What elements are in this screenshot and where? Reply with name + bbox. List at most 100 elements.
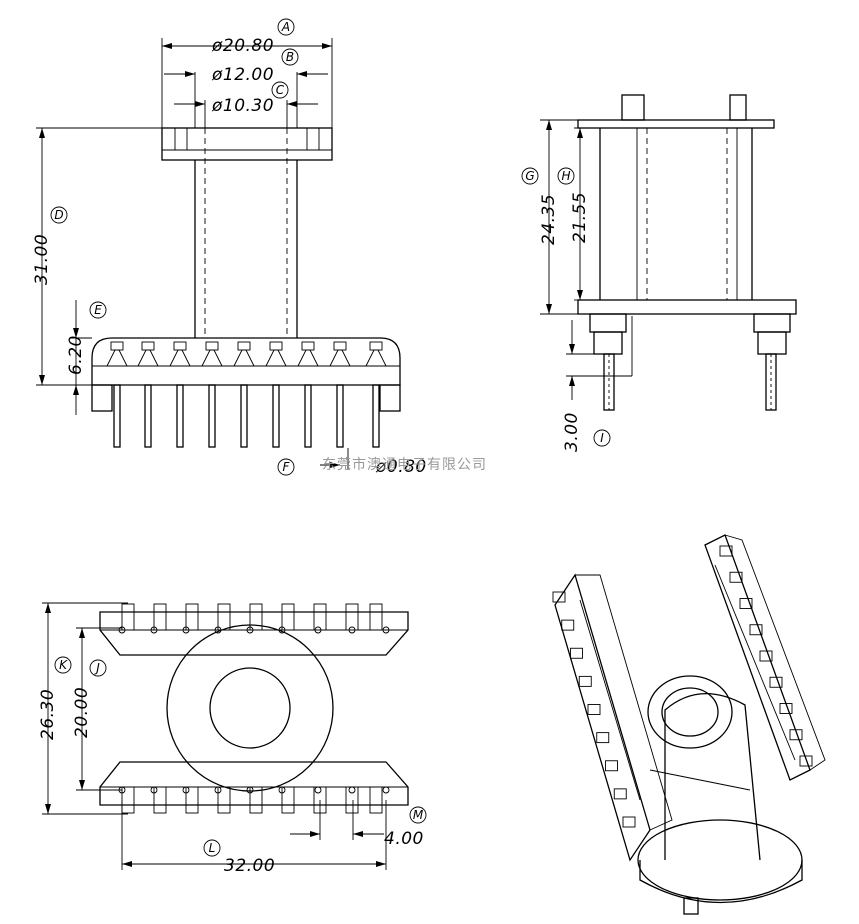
front-slot-ramp	[169, 349, 191, 367]
front-view-dimensions: ø20.80 A ø12.00 B ø10.30 C 31.00 D 6.20	[32, 18, 487, 477]
svg-text:H: H	[561, 169, 570, 183]
dim-k-value: 26.30	[38, 689, 58, 740]
front-slot	[173, 341, 187, 351]
marker-g	[521, 167, 539, 185]
front-slot	[141, 341, 155, 351]
dim-h-value: 21.55	[570, 192, 590, 243]
top-slot-upper	[185, 603, 199, 631]
front-slot-ramp	[265, 349, 287, 367]
front-slot-ramp	[137, 349, 159, 367]
iso-pin-left	[552, 591, 566, 603]
pin-hole-lower	[382, 786, 390, 794]
company-watermark: 东莞市澳通电子有限公司	[322, 456, 487, 473]
iso-pin-right	[759, 650, 773, 662]
front-slot-ramp	[297, 349, 319, 367]
front-slot	[237, 341, 251, 351]
pin-hole-lower	[348, 786, 356, 794]
front-slot	[369, 341, 383, 351]
dim-b-value: ø12.00	[211, 65, 274, 85]
dim-j-value: 20.00	[72, 687, 92, 738]
iso-pin-left	[596, 732, 610, 744]
marker-j	[89, 659, 107, 677]
top-slot-lower	[185, 786, 199, 814]
pin-hole-lower	[314, 786, 322, 794]
pin-hole-upper	[246, 626, 254, 634]
top-slot-upper	[217, 603, 231, 631]
front-pin	[176, 384, 184, 448]
top-slot-upper	[369, 603, 383, 631]
svg-text:E: E	[94, 303, 102, 317]
front-slot-ramp	[201, 349, 223, 367]
iso-pin-right	[729, 571, 743, 583]
pin-hole-lower	[214, 786, 222, 794]
top-slot-upper	[281, 603, 295, 631]
iso-pin-left	[613, 788, 627, 800]
marker-l	[203, 839, 221, 857]
front-pin	[208, 384, 216, 448]
marker-h	[557, 167, 575, 185]
front-pin	[144, 384, 152, 448]
iso-pin-left	[605, 760, 618, 772]
marker-a	[277, 18, 295, 36]
pin-hole-lower	[246, 786, 254, 794]
front-view	[91, 127, 401, 448]
svg-text:L: L	[209, 841, 216, 855]
top-slot-upper	[249, 603, 263, 631]
svg-text:F: F	[283, 460, 291, 474]
front-slot	[110, 341, 124, 351]
top-slot-lower	[217, 786, 231, 814]
dim-c-value: ø10.30	[211, 96, 274, 116]
front-slot	[269, 341, 283, 351]
iso-pin-right	[739, 598, 753, 609]
pin-hole-upper	[182, 626, 190, 634]
top-slot-lower	[121, 786, 135, 814]
front-pin	[113, 384, 121, 448]
pin-hole-lower	[278, 786, 286, 794]
top-slot-lower	[345, 786, 359, 814]
front-slot-ramp	[329, 349, 351, 367]
svg-text:C: C	[276, 83, 285, 97]
front-pin	[272, 384, 280, 448]
front-pin	[372, 384, 380, 448]
top-slot-upper	[121, 603, 135, 631]
svg-text:J: J	[94, 661, 100, 675]
top-view-dimensions: 26.30 K 20.00 J 32.00 L 4.00 M	[38, 602, 427, 876]
iso-pin-right	[749, 624, 763, 636]
iso-pin-right	[779, 703, 793, 714]
pin-hole-upper	[314, 626, 322, 634]
front-pin	[304, 384, 312, 448]
dim-l-value: 32.00	[224, 856, 275, 876]
marker-i	[593, 429, 611, 447]
iso-pin-right	[769, 676, 783, 688]
iso-pin-right	[719, 545, 733, 557]
pin-hole-upper	[348, 626, 356, 634]
front-slot	[333, 341, 347, 351]
top-view	[99, 603, 409, 814]
dim-a-value: ø20.80	[211, 36, 274, 56]
iso-pin-right	[789, 729, 803, 741]
dim-i-value: 3.00	[562, 412, 582, 452]
marker-d	[50, 206, 68, 224]
svg-text:M: M	[413, 808, 424, 822]
front-slot	[301, 341, 315, 351]
front-slot-ramp	[365, 349, 387, 367]
dim-e-value: 6.20	[66, 335, 86, 375]
dim-f-value: ø0.80	[375, 457, 427, 477]
marker-b	[281, 48, 299, 66]
dim-g-value: 24.35	[539, 194, 559, 245]
marker-m	[409, 806, 427, 824]
marker-c	[271, 81, 289, 99]
iso-pin-left	[570, 647, 583, 659]
top-slot-lower	[249, 786, 263, 814]
isometric-view	[552, 534, 826, 915]
marker-e	[89, 301, 107, 319]
iso-pin-left	[561, 619, 575, 631]
top-slot-upper	[313, 603, 327, 631]
svg-text:A: A	[281, 20, 290, 34]
svg-text:D: D	[54, 208, 63, 222]
front-pin	[336, 384, 344, 448]
top-slot-lower	[153, 786, 167, 814]
svg-text:B: B	[286, 50, 294, 64]
front-slot-ramp	[233, 349, 255, 367]
